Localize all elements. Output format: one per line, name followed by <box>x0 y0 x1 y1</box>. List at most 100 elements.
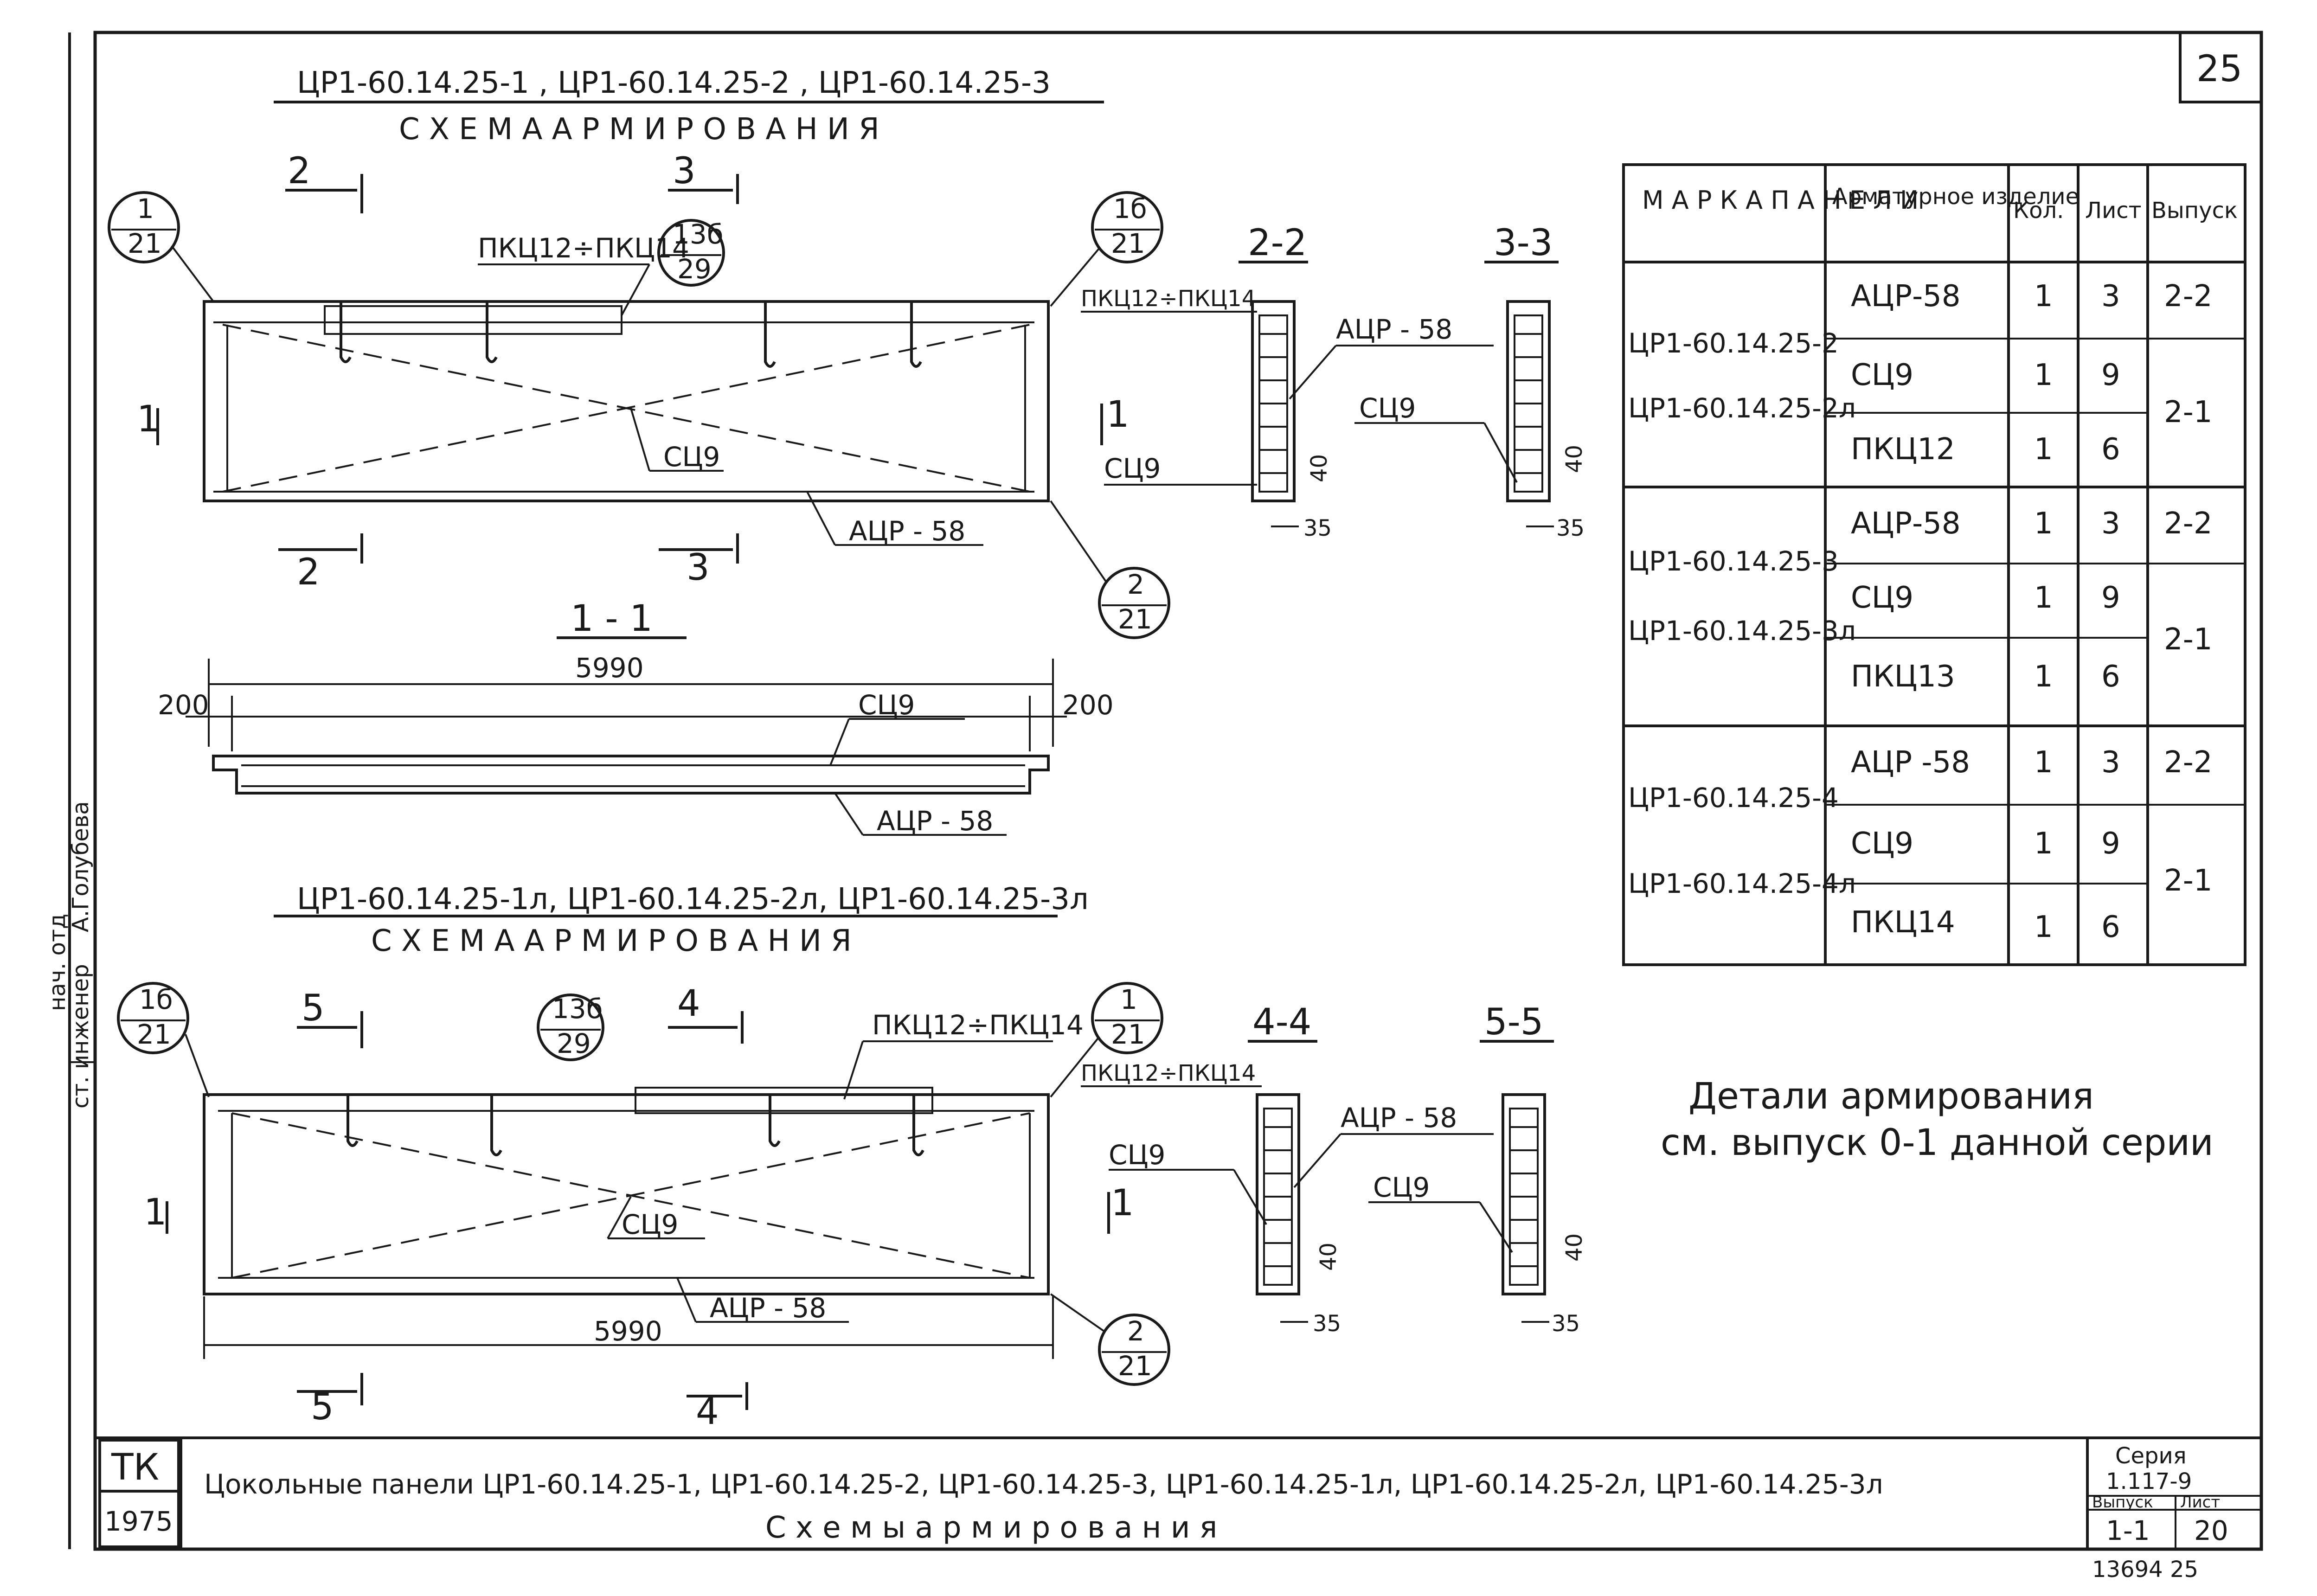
table-sheet-g1-r1: 3 <box>2101 279 2120 314</box>
section-mark-1-left-2: 1 <box>144 1192 167 1233</box>
ref-leader-1-bot <box>1050 1036 1100 1098</box>
sheet-frame <box>93 31 2263 1551</box>
label-sc-bot: СЦ9 <box>622 1209 678 1240</box>
section-mark-1-left: 1 <box>137 398 160 440</box>
section-4-4-title: 4-4 <box>1252 1001 1311 1043</box>
panel-1-loop-4 <box>910 301 922 368</box>
ref-bubble-2-21-bot: 2 21 <box>1098 1314 1170 1386</box>
table-sheet-g1-r2: 9 <box>2101 358 2120 392</box>
stamp-box <box>98 1439 180 1548</box>
label-pkc-2-2: ПКЦ12÷ПКЦ14 <box>1081 286 1256 312</box>
svg-text:1: 1 <box>1120 984 1137 1015</box>
label-sc-4-4: СЦ9 <box>1109 1139 1165 1171</box>
dim-35-3-3: 35 <box>1556 515 1585 541</box>
svg-text:21: 21 <box>128 228 162 259</box>
section-mark-5-bot: 5 <box>311 1386 334 1428</box>
section-1-1-title: 1 - 1 <box>571 598 653 640</box>
table-header-item: Арматурное изделие <box>1832 184 2079 210</box>
section-mark-2-top: 2 <box>288 150 311 192</box>
scheme-1-subheader: С Х Е М А А Р М И Р О В А Н И Я <box>399 112 879 147</box>
table-issue-g3-r1: 2-2 <box>2164 745 2213 780</box>
ref-leader-16-bot <box>185 1034 210 1097</box>
table-header-sheet: Лист <box>2085 198 2142 224</box>
section-3-3-rungs <box>1515 333 1542 474</box>
table-issue-g2-r1: 2-2 <box>2164 506 2213 541</box>
dim-5990-top: 5990 <box>575 652 644 684</box>
table-mark-g3-b: ЦР1-60.14.25-4л <box>1628 868 1856 899</box>
label-acr-2-2: АЦР - 58 <box>1336 314 1452 345</box>
label-pkc-4-4: ПКЦ12÷ПКЦ14 <box>1081 1060 1256 1086</box>
ref-bubble-13b-29-top: 13б 29 <box>657 218 725 287</box>
section-2-2-title: 2-2 <box>1248 222 1307 264</box>
section-mark-5-top: 5 <box>302 987 325 1029</box>
scheme-2-header: ЦР1-60.14.25-1л, ЦР1-60.14.25-2л, ЦР1-60… <box>297 882 1089 917</box>
section-2-2-body <box>1251 300 1296 502</box>
page-number: 25 <box>2196 48 2242 90</box>
ref-bubble-1-21-top: 1 21 <box>108 191 180 263</box>
panel-1-pkc <box>324 305 623 335</box>
label-sc-1-1-leader <box>829 718 850 766</box>
label-acr-4-4: АЦР - 58 <box>1341 1102 1457 1134</box>
ref-leader-1 <box>171 245 214 302</box>
issue-value: 1-1 <box>2106 1515 2150 1546</box>
svg-text:29: 29 <box>557 1028 591 1059</box>
table-qty-g1-r3: 1 <box>2034 432 2053 467</box>
label-sc-top-leader <box>630 408 650 471</box>
scheme-1-header: ЦР1-60.14.25-1 , ЦР1-60.14.25-2 , ЦР1-60… <box>297 66 1051 100</box>
issue-label: Выпуск <box>2092 1493 2153 1512</box>
label-acr-1-1: АЦР - 58 <box>877 805 993 837</box>
panel-2-pkc <box>635 1087 933 1114</box>
title-line-1: Цокольные панели ЦР1-60.14.25-1, ЦР1-60.… <box>204 1468 1883 1500</box>
panel-1-loop-3 <box>764 301 776 368</box>
sheet-label: Лист <box>2180 1493 2220 1512</box>
sheet-value: 20 <box>2194 1515 2228 1546</box>
label-pkc-top-leader <box>621 264 650 316</box>
dim-35-4-4: 35 <box>1313 1311 1341 1337</box>
section-2-2-rungs <box>1259 333 1287 474</box>
svg-text:2: 2 <box>1127 569 1144 600</box>
panel-1-loop-2 <box>486 301 498 363</box>
panel-1-diag-2 <box>222 324 1030 493</box>
table-sheet-g3-r3: 6 <box>2101 910 2120 944</box>
section-mark-4-bot: 4 <box>696 1391 719 1433</box>
table-item-g1-r2: СЦ9 <box>1851 358 1913 392</box>
svg-text:1: 1 <box>137 193 154 224</box>
label-acr-1-1-leader <box>834 792 864 836</box>
table-qty-g1-r2: 1 <box>2034 358 2053 392</box>
dim-200-right: 200 <box>1062 689 1114 721</box>
stamp-year: 1975 <box>104 1506 173 1537</box>
ref-bubble-16-21-bot: 1б 21 <box>117 982 189 1054</box>
table-item-g2-r3: ПКЦ13 <box>1851 660 1955 694</box>
dim-40-5-5: 40 <box>1561 1233 1587 1262</box>
ref-bubble-13b-29-bot: 13б 29 <box>537 993 604 1061</box>
stamp-tk: ТК <box>111 1447 159 1488</box>
table-item-g3-r2: СЦ9 <box>1851 827 1913 861</box>
section-1-1-beam <box>212 755 1050 795</box>
svg-text:13б: 13б <box>552 993 603 1025</box>
label-sc-top: СЦ9 <box>663 441 720 473</box>
svg-text:29: 29 <box>677 253 712 285</box>
section-mark-4-top: 4 <box>677 983 700 1025</box>
dim-40-4-4: 40 <box>1316 1243 1341 1271</box>
table-item-g1-r3: ПКЦ12 <box>1851 432 1955 467</box>
svg-text:21: 21 <box>1118 603 1152 635</box>
note-line-1: Детали армирования <box>1688 1076 2094 1117</box>
panel-2-loop-1 <box>347 1095 359 1147</box>
label-sc-5-5-leader <box>1479 1201 1513 1253</box>
label-pkc-top: ПКЦ12÷ПКЦ14 <box>478 232 689 264</box>
side-text-head: нач. отд <box>45 914 71 1011</box>
label-acr-top: АЦР - 58 <box>849 515 965 547</box>
table-issue-g1-r2: 2-1 <box>2164 395 2213 429</box>
label-sc-2-2: СЦ9 <box>1104 453 1161 484</box>
section-4-4-rungs <box>1264 1126 1292 1267</box>
label-sc-bot-leader <box>607 1196 632 1239</box>
svg-text:13б: 13б <box>673 218 724 250</box>
table-item-g1-r1: АЦР-58 <box>1851 279 1961 314</box>
ref-leader-2 <box>1050 500 1107 583</box>
side-text-engineer: ст. инженер <box>68 964 94 1109</box>
svg-text:21: 21 <box>1118 1350 1152 1382</box>
svg-text:21: 21 <box>1111 1019 1145 1050</box>
table-qty-g2-r3: 1 <box>2034 660 2053 694</box>
section-3-3-title: 3-3 <box>1494 222 1553 264</box>
